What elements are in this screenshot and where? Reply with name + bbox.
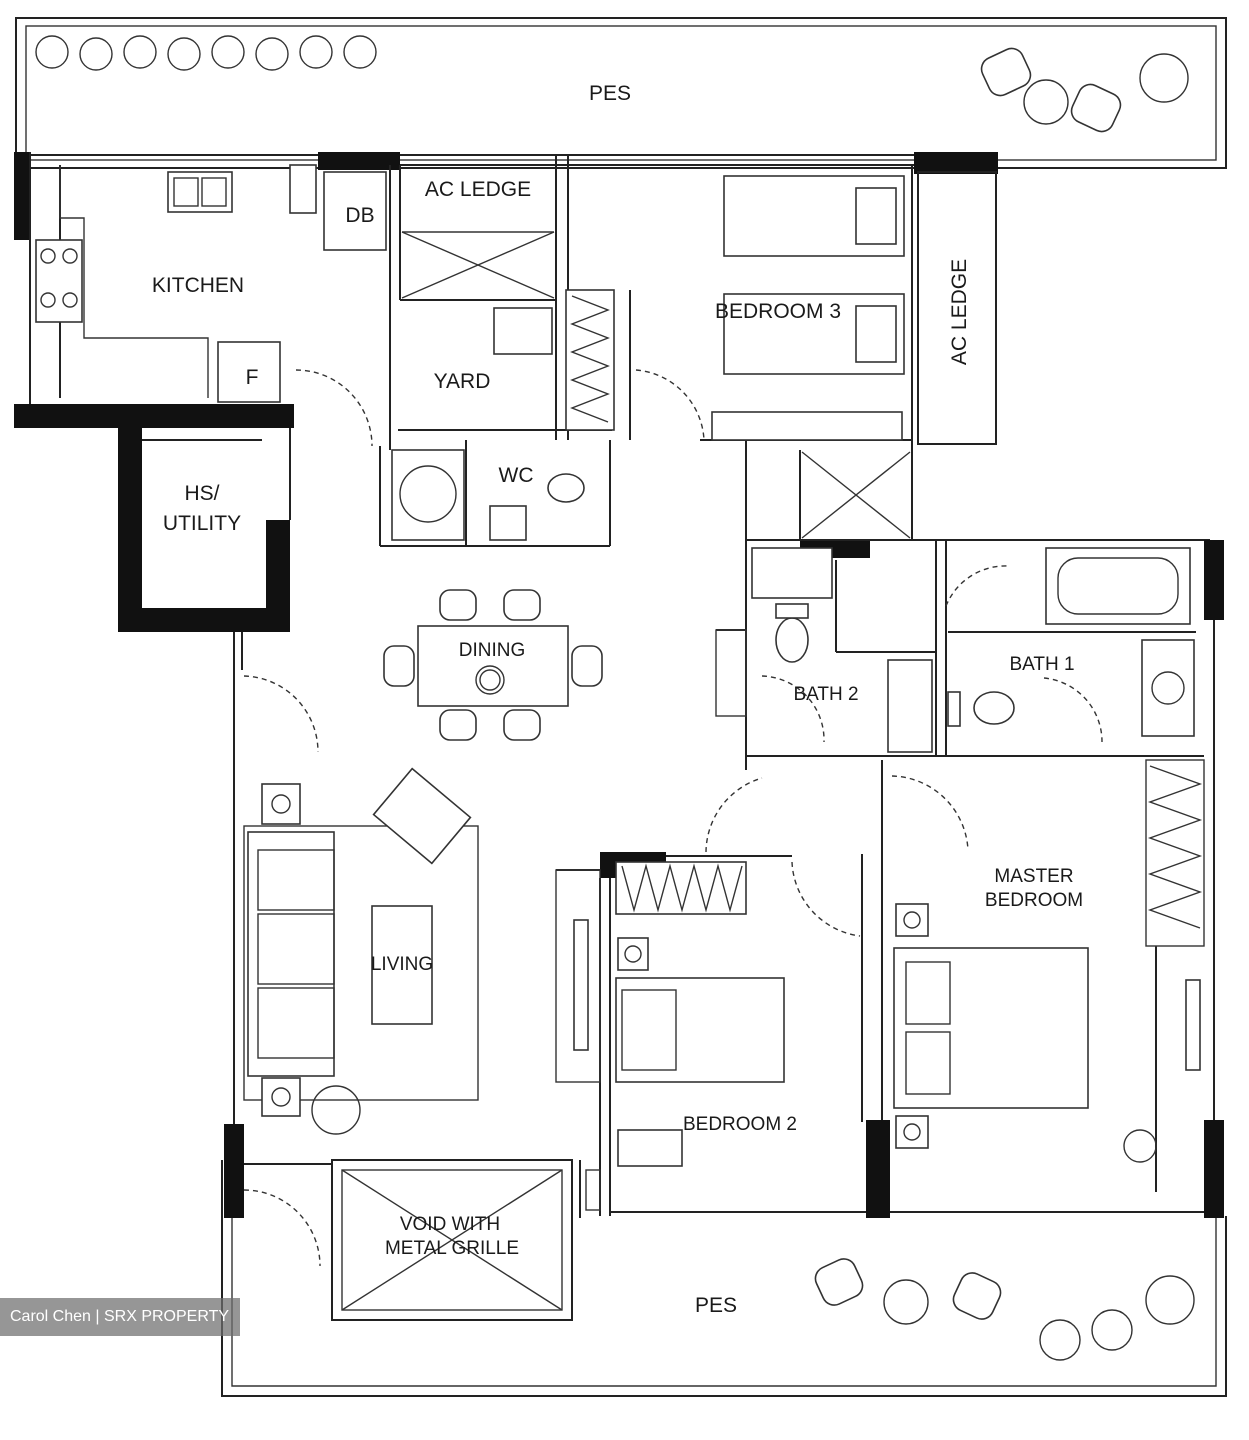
label-wc: WC [499, 464, 534, 487]
label-void-2: METAL GRILLE [385, 1238, 519, 1259]
label-ac-ledge-top: AC LEDGE [425, 178, 531, 201]
doors [243, 369, 1103, 1267]
label-bath-1: BATH 1 [1009, 654, 1074, 675]
label-yard: YARD [434, 370, 491, 393]
label-bedroom-2: BEDROOM 2 [683, 1114, 797, 1135]
fixtures [35, 47, 1203, 1361]
label-void-1: VOID WITH [400, 1214, 500, 1235]
label-living: LIVING [371, 954, 433, 975]
pes-top-frame [15, 17, 1227, 169]
label-dining: DINING [459, 640, 526, 661]
watermark-credit: Carol Chen | SRX PROPERTY [0, 1298, 240, 1336]
room-labels: PES KITCHEN DB AC LEDGE AC LEDGE YARD WC… [152, 82, 1083, 1317]
hedge-icon [35, 35, 377, 71]
label-ac-ledge-side: AC LEDGE [948, 259, 971, 365]
label-kitchen: KITCHEN [152, 274, 244, 297]
label-fridge: F [246, 366, 259, 389]
label-bedroom-3: BEDROOM 3 [715, 300, 841, 323]
label-db: DB [345, 204, 374, 227]
pes-bottom-frame [221, 1160, 1227, 1397]
label-master-bedroom-2: BEDROOM [985, 890, 1083, 911]
label-hs-utility-2: UTILITY [163, 512, 241, 535]
label-pes-top: PES [589, 82, 631, 105]
walls [14, 152, 1224, 1321]
label-pes-bottom: PES [695, 1294, 737, 1317]
label-master-bedroom-1: MASTER [994, 866, 1073, 887]
label-hs-utility-1: HS/ [184, 482, 219, 505]
label-bath-2: BATH 2 [793, 684, 858, 705]
